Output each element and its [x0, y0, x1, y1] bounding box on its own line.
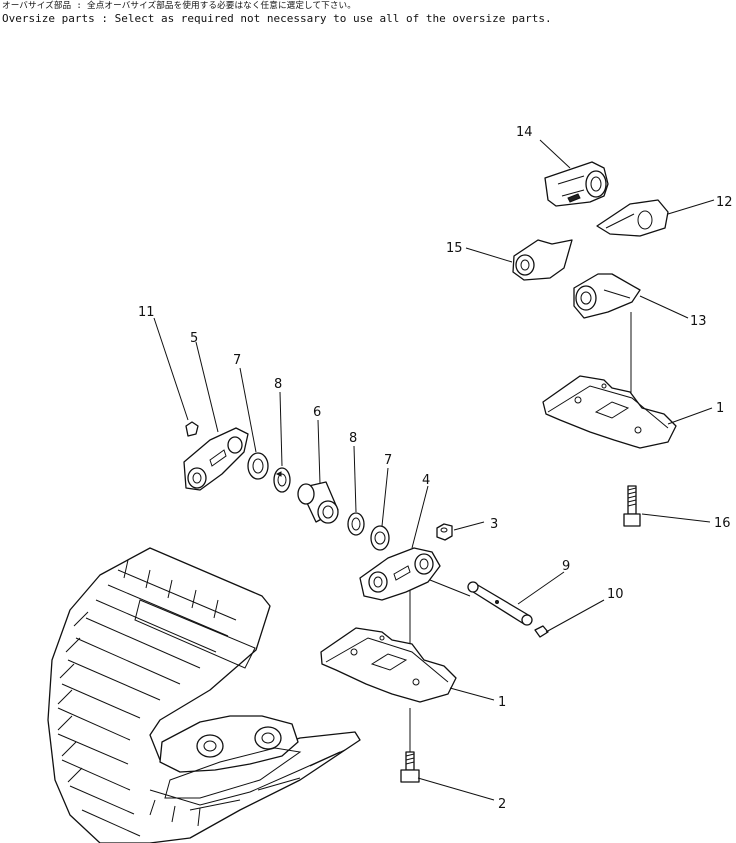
part-9-pin — [467, 581, 533, 626]
part-8-seal-right — [347, 512, 365, 536]
callout-14: 14 — [516, 125, 533, 140]
callout-13: 13 — [690, 314, 707, 329]
part-5-link — [183, 427, 249, 491]
part-7-seal-right — [370, 525, 390, 551]
callout-12: 12 — [716, 195, 733, 210]
pin-axis-line — [429, 579, 471, 597]
part-7-seal-left — [247, 452, 269, 480]
callout-3: 3 — [490, 517, 498, 532]
callout-labels: 14 12 15 13 11 5 7 8 6 8 7 4 3 9 10 1 16… — [138, 125, 733, 812]
part-4-link — [359, 547, 441, 601]
part-1-track-shoe-lower — [320, 627, 457, 703]
part-2-bolt — [400, 751, 420, 783]
part-11-plug — [185, 421, 199, 437]
part-6-bushing — [297, 481, 339, 524]
oversize-note: オーバサイズ部品 : 全点オーバサイズ部品を使用する必要はなく任意に選定して下さ… — [2, 0, 732, 25]
callout-1-upper: 1 — [716, 401, 724, 416]
part-8-seal-left — [273, 467, 291, 493]
callout-8-right: 8 — [349, 431, 357, 446]
callout-9: 9 — [562, 559, 570, 574]
callout-6: 6 — [313, 405, 321, 420]
callout-7-right: 7 — [384, 453, 392, 468]
part-13-link-half — [573, 273, 641, 319]
part-16-bolt — [623, 485, 641, 527]
part-10-spacer — [534, 625, 549, 638]
callout-7-left: 7 — [233, 353, 241, 368]
track-assembly-illustration — [47, 547, 361, 843]
part-3-nut — [436, 523, 453, 541]
oversize-note-jp: オーバサイズ部品 : 全点オーバサイズ部品を使用する必要はなく任意に選定して下さ… — [2, 1, 356, 11]
callout-11: 11 — [138, 305, 155, 320]
part-15-link-half — [512, 239, 573, 281]
part-14-link-half — [544, 161, 609, 207]
oversize-note-en: Oversize parts : Select as required not … — [2, 12, 552, 25]
leader-lines — [153, 139, 715, 801]
callout-10: 10 — [607, 587, 624, 602]
callout-1-lower: 1 — [498, 695, 506, 710]
part-12-link-half — [596, 199, 669, 237]
part-1-track-shoe-upper — [542, 375, 677, 449]
callout-5: 5 — [190, 331, 198, 346]
callout-16: 16 — [714, 516, 731, 531]
callout-15: 15 — [446, 241, 463, 256]
callout-8-left: 8 — [274, 377, 282, 392]
callout-4: 4 — [422, 473, 430, 488]
callout-2: 2 — [498, 797, 506, 812]
